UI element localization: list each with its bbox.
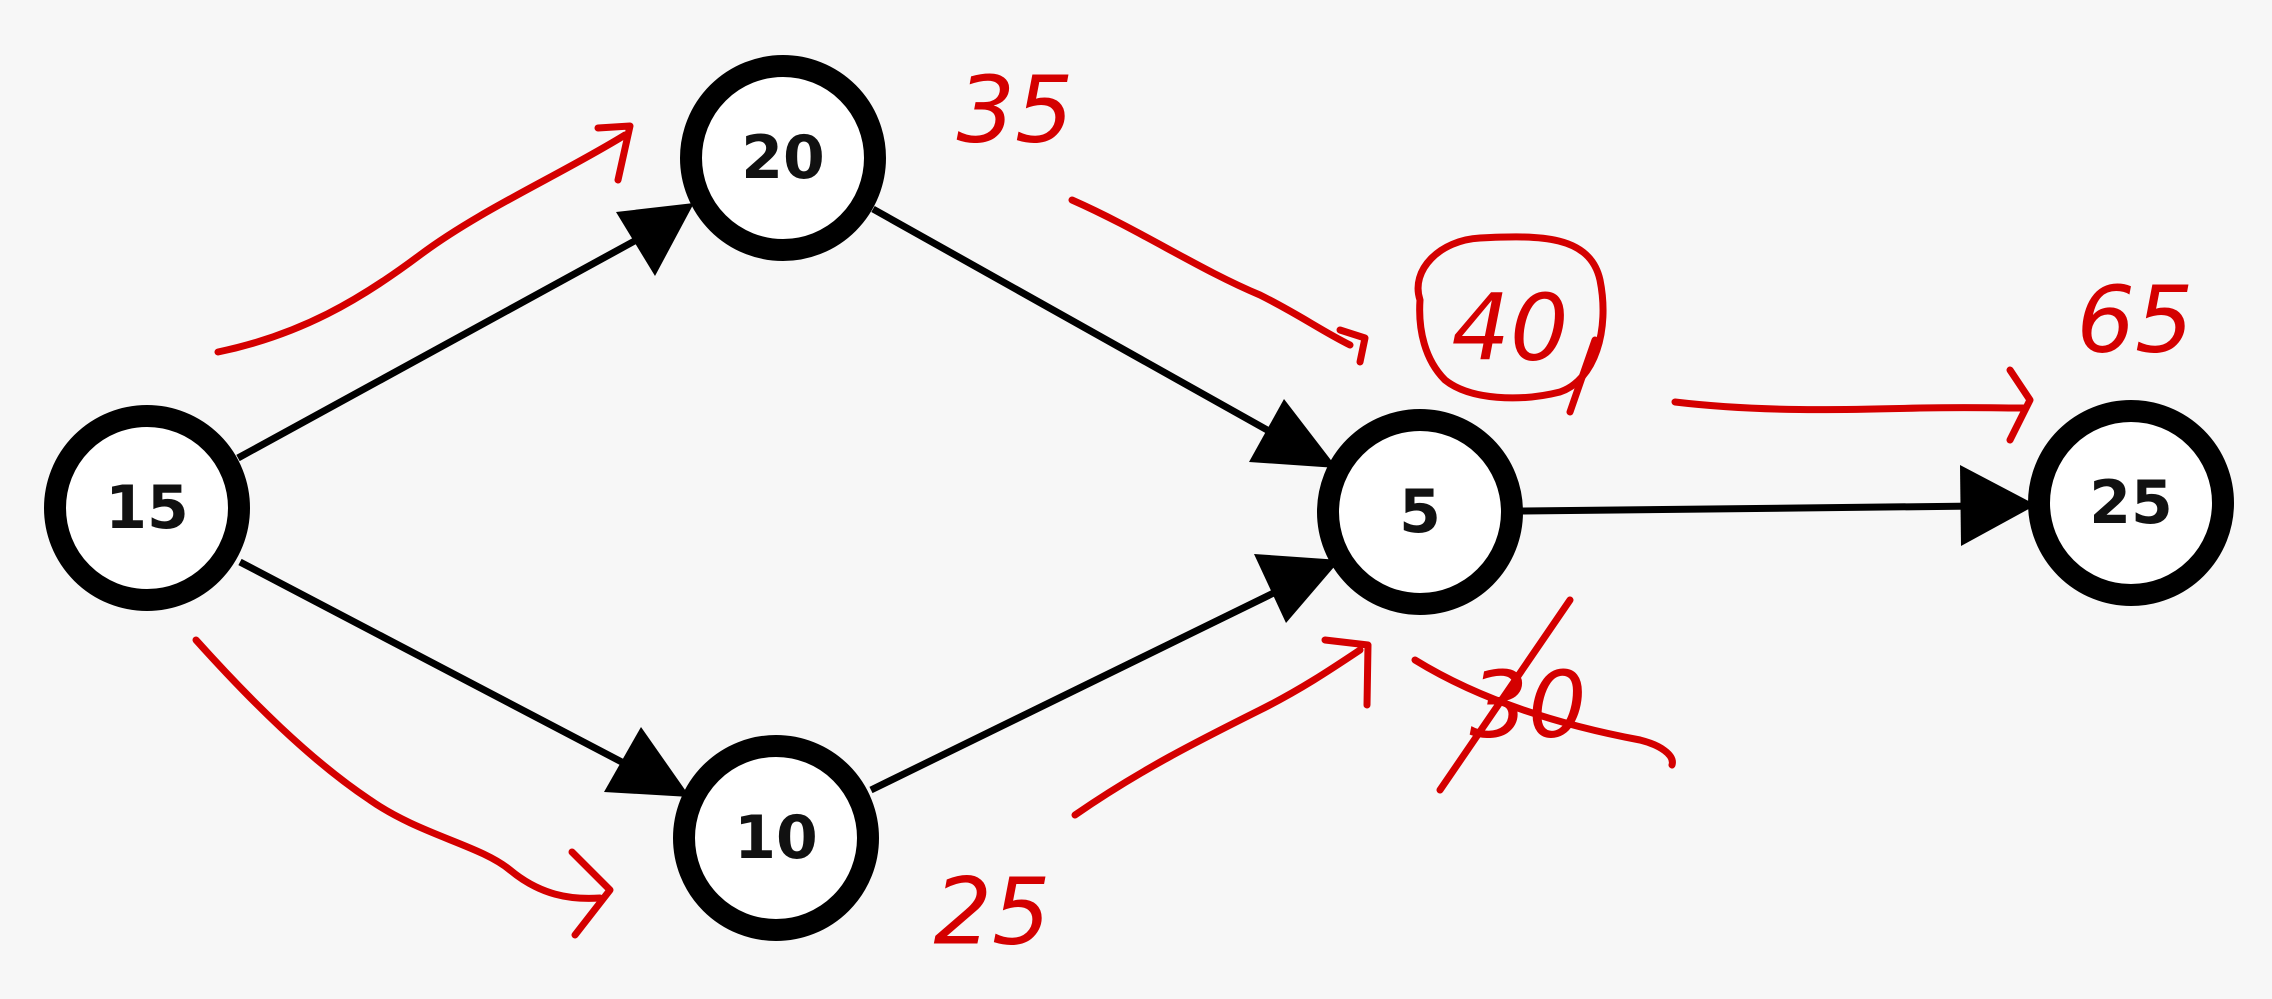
ink-arrow-10-to-5 xyxy=(1071,636,1372,819)
ink-arrow-20-to-5 xyxy=(1068,196,1369,366)
annotations: 35 25 40 30 65 xyxy=(192,57,2194,966)
edge-15-to-20 xyxy=(236,203,694,462)
node-20-label: 20 xyxy=(741,123,825,193)
edge-20-to-5 xyxy=(871,205,1337,468)
ink-total-20: 35 xyxy=(956,57,1073,164)
node-10-label: 10 xyxy=(734,803,818,873)
node-25-label: 25 xyxy=(2089,468,2173,538)
node-20: 20 xyxy=(680,55,886,261)
ink-total-25: 65 xyxy=(2076,267,2193,374)
ink-arrow-15-to-10 xyxy=(192,636,614,939)
edges xyxy=(236,203,2036,797)
edge-10-to-5 xyxy=(869,554,1340,794)
ink-crossed-value-5: 30 xyxy=(1469,652,1586,759)
edge-15-to-10 xyxy=(238,558,690,797)
node-5-label: 5 xyxy=(1399,477,1441,547)
node-15-label: 15 xyxy=(105,473,189,543)
ink-circled-40: 40 xyxy=(1414,233,1607,416)
node-5: 5 xyxy=(1317,409,1523,615)
ink-arrow-5-to-25 xyxy=(1671,366,2034,444)
edge-5-to-25 xyxy=(1521,465,2036,546)
ink-total-10: 25 xyxy=(933,859,1050,966)
ink-crossed-30: 30 xyxy=(1411,596,1676,794)
ink-arrow-15-to-20 xyxy=(214,122,634,356)
node-15: 15 xyxy=(44,405,250,611)
node-25: 25 xyxy=(2028,400,2234,606)
ink-max-5: 40 xyxy=(1451,275,1568,382)
nodes: 15 20 10 5 25 xyxy=(44,55,2234,941)
node-10: 10 xyxy=(673,735,879,941)
